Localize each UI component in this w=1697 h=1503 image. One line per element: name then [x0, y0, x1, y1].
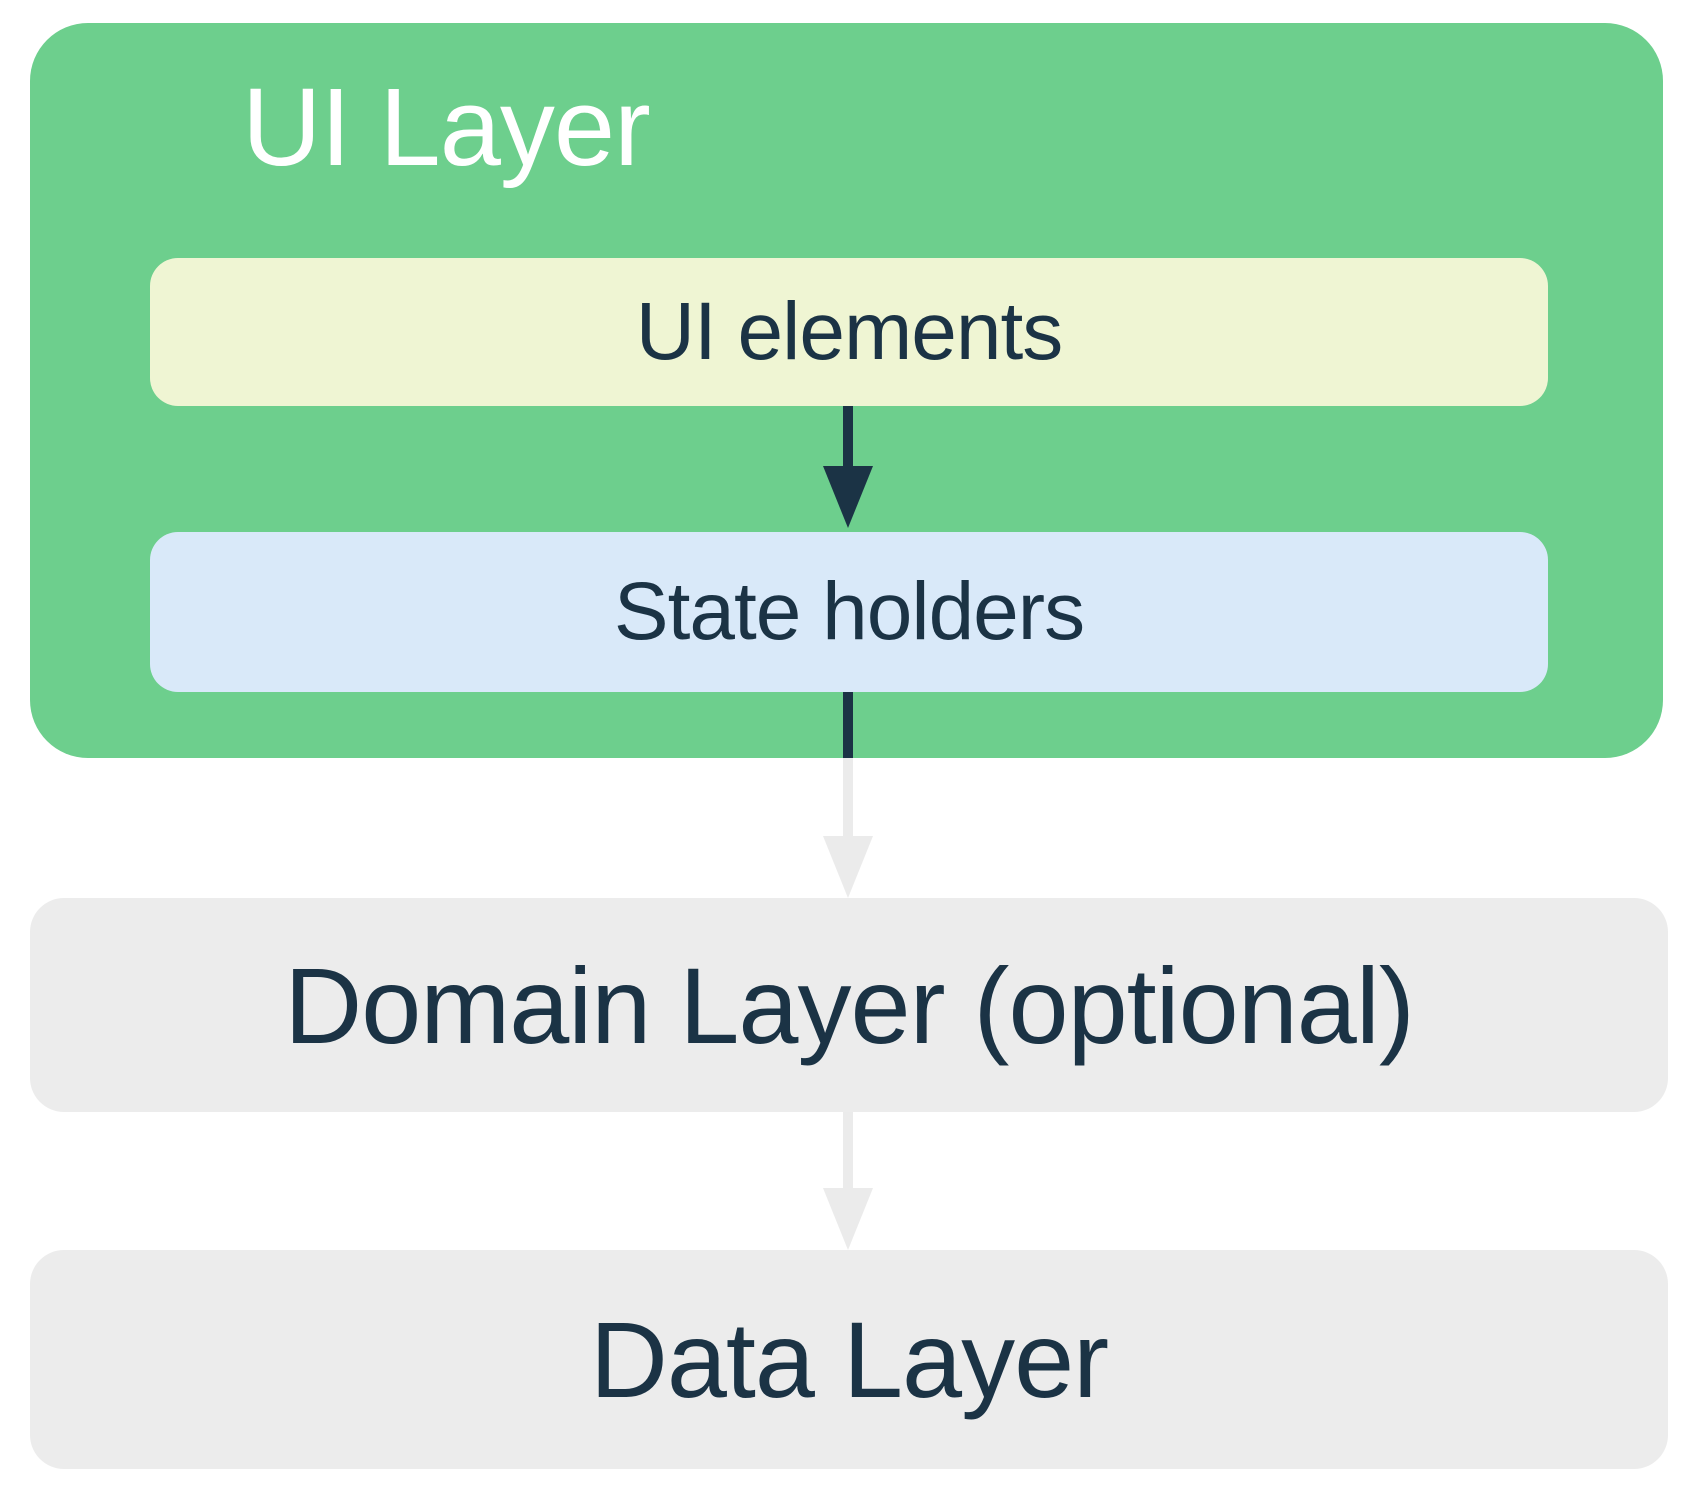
- arrow-stem: [843, 1112, 853, 1188]
- arrow-head: [823, 836, 873, 898]
- data-layer-box: Data Layer: [30, 1250, 1668, 1469]
- data-layer-label: Data Layer: [589, 1299, 1109, 1420]
- ui-elements-box: UI elements: [150, 258, 1548, 406]
- state-holders-box: State holders: [150, 532, 1548, 692]
- arrow-head: [823, 1188, 873, 1250]
- arrow-head: [823, 466, 873, 528]
- ui-layer-title: UI Layer: [242, 66, 651, 189]
- domain-layer-box: Domain Layer (optional): [30, 898, 1668, 1112]
- ui-elements-label: UI elements: [635, 286, 1064, 377]
- state-holders-label: State holders: [613, 566, 1085, 657]
- arrow-stem-dark-segment: [843, 692, 853, 758]
- arrow-stem: [843, 406, 853, 466]
- arrow-stem-light-segment: [843, 758, 853, 836]
- domain-layer-label: Domain Layer (optional): [284, 944, 1415, 1066]
